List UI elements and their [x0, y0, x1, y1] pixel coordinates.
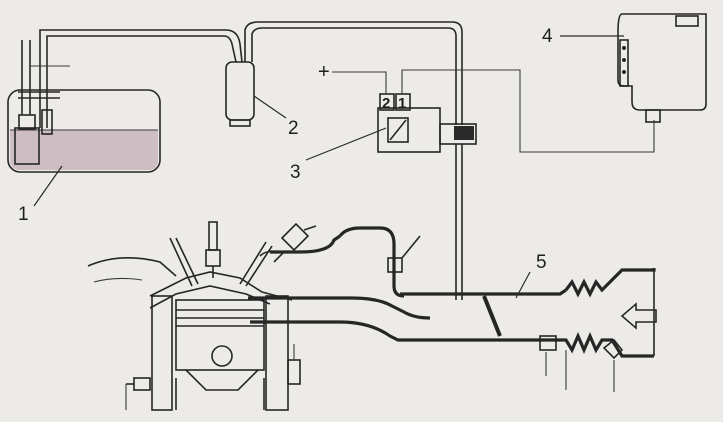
- engine-control-unit: [617, 13, 707, 123]
- piston: [175, 299, 265, 391]
- valve-pin-1: 1: [398, 95, 406, 112]
- air-flow-arrow: [620, 302, 657, 330]
- intake-bellows-upper: [564, 268, 656, 298]
- callout-leaders: [33, 35, 624, 299]
- valve-pin-2: 2: [382, 95, 390, 112]
- charcoal-canister: [225, 61, 255, 127]
- callout-3: 3: [290, 162, 301, 183]
- vapor-line-tank-to-canister: [46, 35, 237, 63]
- engine-block: [87, 221, 301, 411]
- map-sensor: [387, 235, 421, 273]
- callout-2: 2: [288, 118, 299, 139]
- callouts: 1 2 3 4 5: [18, 26, 553, 273]
- spark-plug: [205, 221, 221, 278]
- purge-solenoid-valve: 2 1: [377, 93, 477, 153]
- callout-1: 1: [18, 204, 29, 225]
- power-symbol: +: [318, 61, 330, 83]
- throttle-plate: [482, 295, 502, 337]
- intake-bellows-lower: [540, 331, 654, 358]
- fuel-tank: [7, 40, 161, 173]
- callout-5: 5: [536, 252, 547, 273]
- fuel-level: [10, 130, 158, 170]
- fuel-pump-module: [14, 127, 40, 165]
- intake-duct: [248, 226, 657, 358]
- fuel-injector: [273, 222, 317, 263]
- wiring: +: [318, 61, 655, 153]
- throttle-sensors: [539, 335, 624, 392]
- purge-line-canister-to-valve: [244, 21, 463, 125]
- callout-4: 4: [542, 26, 553, 47]
- solenoid-core: [454, 126, 474, 140]
